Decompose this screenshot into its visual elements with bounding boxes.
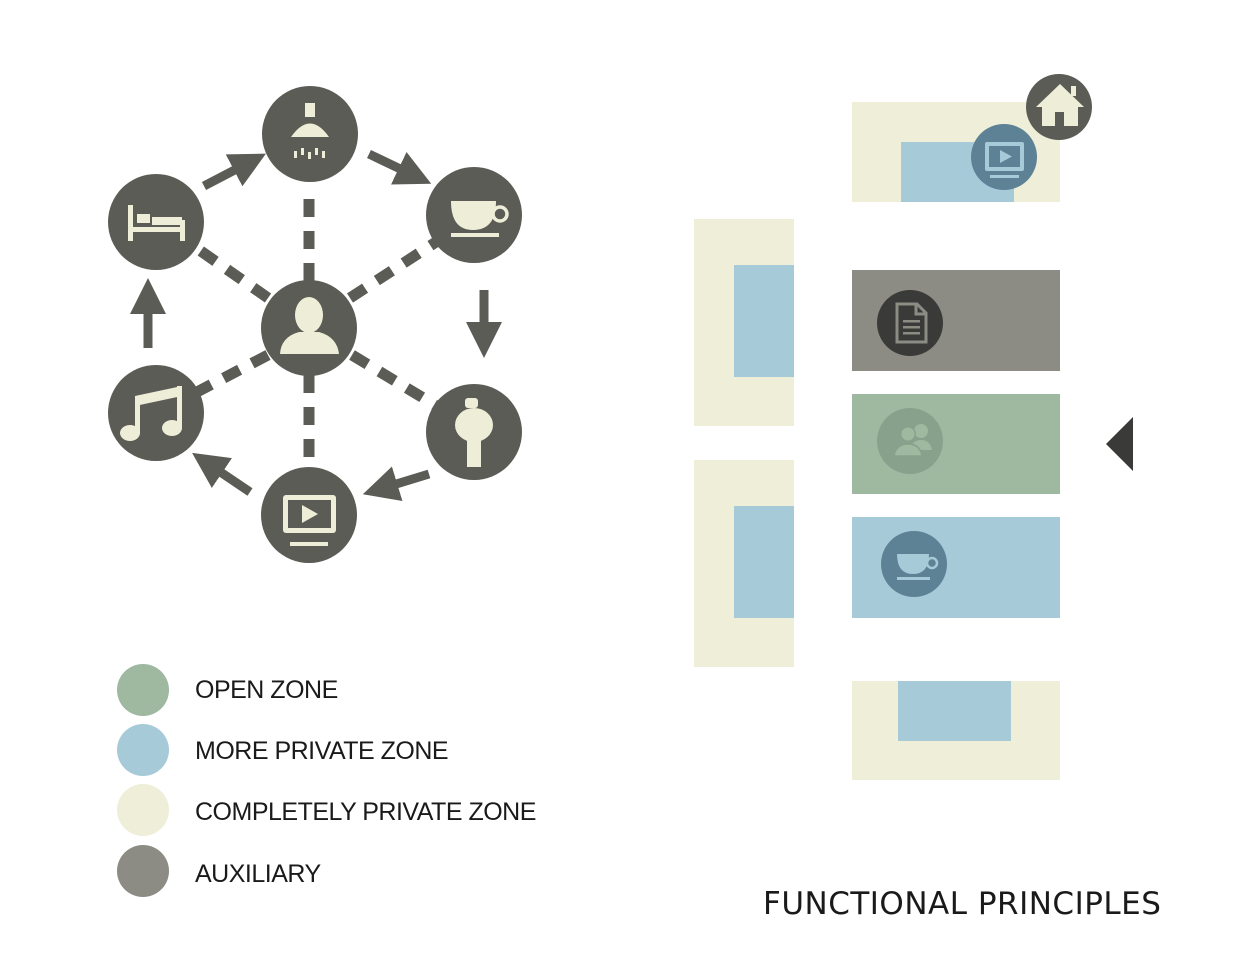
arrow-shower-cup (367, 149, 432, 185)
legend-label-more-private-zone: MORE PRIVATE ZONE (195, 737, 449, 765)
connector-cup (346, 237, 440, 303)
left-block-lower-inner (734, 506, 794, 618)
left-block-upper-inner (734, 265, 794, 377)
plan-document-badge (877, 290, 943, 356)
home-badge (1026, 74, 1092, 140)
legend-swatch-completely-private-zone (117, 784, 169, 836)
cup-icon (897, 554, 939, 580)
arrow-toilet-tv (362, 466, 431, 501)
bed-icon (128, 205, 185, 241)
arrow-bed-shower (201, 153, 266, 190)
shower-icon (291, 103, 329, 159)
cup-icon (451, 201, 509, 237)
floor-plan (694, 102, 1133, 780)
legend-swatch-auxiliary (117, 845, 169, 897)
group-icon (893, 424, 932, 457)
direction-arrow-icon (1106, 417, 1133, 471)
arrow-tv-music (192, 452, 253, 496)
legend-swatches (117, 664, 169, 897)
node-music (108, 365, 204, 461)
tv-icon (283, 495, 336, 546)
legend-label-auxiliary: AUXILIARY (195, 860, 321, 888)
home-icon (1036, 84, 1084, 126)
legend-label-completely-private-zone: COMPLETELY PRIVATE ZONE (195, 798, 536, 826)
plan-tv-badge (971, 124, 1037, 190)
music-note-icon (120, 386, 182, 441)
legend-swatch-open-zone (117, 664, 169, 716)
page-title: FUNCTIONAL PRINCIPLES (763, 886, 1162, 922)
plan-cup-badge (881, 531, 947, 597)
legend-swatch-more-private-zone (117, 724, 169, 776)
person-icon (280, 297, 339, 354)
cycle-arrows (130, 149, 502, 501)
plan-group-badge (877, 408, 943, 474)
tv-icon (985, 142, 1024, 178)
toilet-icon (455, 398, 493, 467)
connectors (191, 188, 440, 468)
connector-music (192, 350, 271, 398)
connector-toilet (349, 350, 438, 410)
legend-label-open-zone: OPEN ZONE (195, 676, 338, 704)
connector-bed (191, 242, 272, 303)
bottom-block-inner (898, 681, 1011, 741)
document-icon (895, 302, 928, 344)
